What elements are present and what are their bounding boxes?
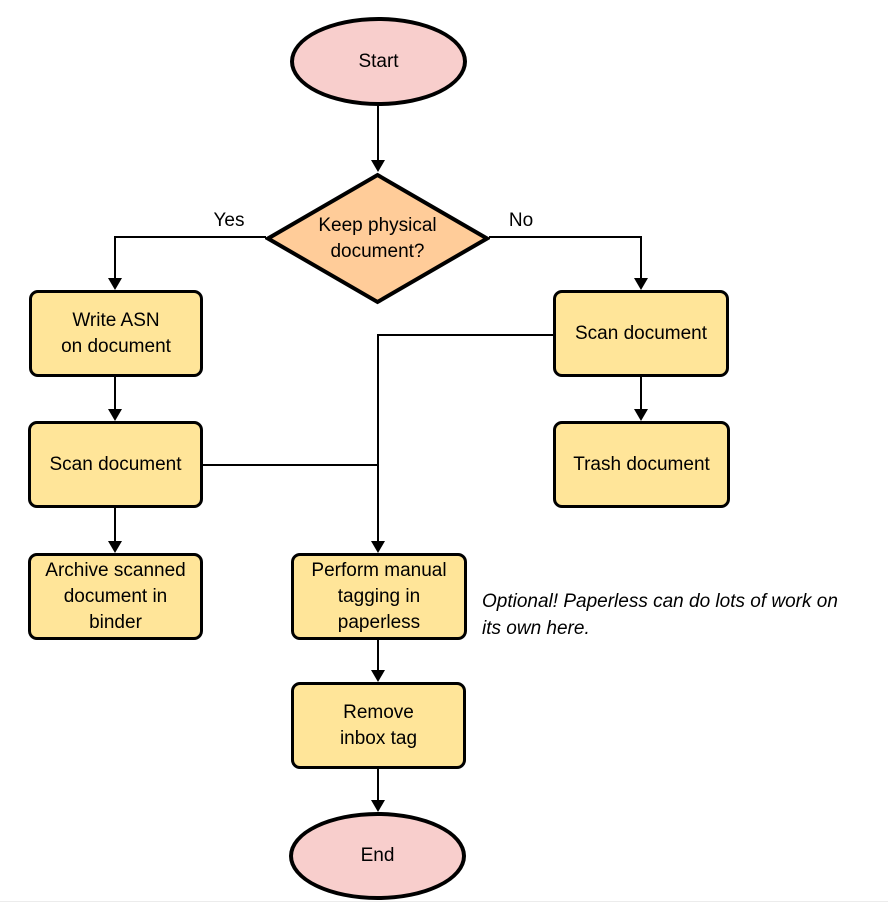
flowchart-node-end: End [289,812,466,900]
arrowhead-into-write-asn [108,278,122,290]
arrowhead-into-scan-right [634,278,648,290]
end-label: End [360,845,395,866]
arrowhead-into-decision [371,160,385,172]
flowchart-node-manual-tagging: Perform manual tagging in paperless [291,553,467,640]
flowchart-node-scan-document-left: Scan document [28,421,203,508]
optional-note: Optional! Paperless can do lots of work … [482,591,838,639]
connector-no-vertical [640,236,642,279]
connector-no-horizontal [489,236,642,238]
scan-document-left-label: Scan document [49,453,182,475]
arrowhead-into-tagging [371,541,385,553]
connector-scan-left-to-tagging-horizontal [202,464,379,466]
flowchart-decision-keep-physical-document: Keep physical document? [265,172,490,305]
edge-label-yes: Yes [205,210,253,232]
arrowhead-into-archive [108,541,122,553]
flowchart-node-start: Start [290,17,467,106]
scan-document-right-label: Scan document [574,322,708,344]
connector-tagging-to-remove-inbox [377,638,379,671]
connector-scan-right-to-trash [640,376,642,410]
manual-tagging-label: Perform manual tagging in paperless [311,559,447,633]
flowchart-node-write-asn: Write ASN on document [29,290,203,377]
connector-scan-right-to-tagging-horizontal [378,334,554,336]
remove-inbox-tag-label: Remove inbox tag [339,701,418,749]
connector-tagging-vertical [377,334,379,542]
flowchart-node-archive-in-binder: Archive scanned document in binder [28,553,203,640]
archive-label: Archive scanned document in binder [45,559,186,633]
arrowhead-into-remove-inbox [371,670,385,682]
write-asn-label: Write ASN on document [61,309,171,357]
flowchart-node-remove-inbox-tag: Remove inbox tag [291,682,466,769]
connector-yes-vertical [114,236,116,279]
arrowhead-into-end [371,800,385,812]
start-label: Start [358,50,399,72]
connector-yes-horizontal [114,236,266,238]
arrowhead-into-trash [634,409,648,421]
decision-label: Keep physical document? [318,214,437,262]
connector-remove-inbox-to-end [377,767,379,801]
diamond-shape [265,172,490,305]
connector-write-asn-to-scan [114,376,116,410]
connector-start-to-decision [377,105,379,161]
flowchart-node-scan-document-right: Scan document [553,290,729,377]
edge-label-no: No [497,210,545,232]
flowchart-node-trash-document: Trash document [553,421,730,508]
arrowhead-into-scan-left [108,409,122,421]
connector-scan-to-archive [114,507,116,542]
bottom-divider [0,901,888,902]
trash-document-label: Trash document [573,453,710,475]
